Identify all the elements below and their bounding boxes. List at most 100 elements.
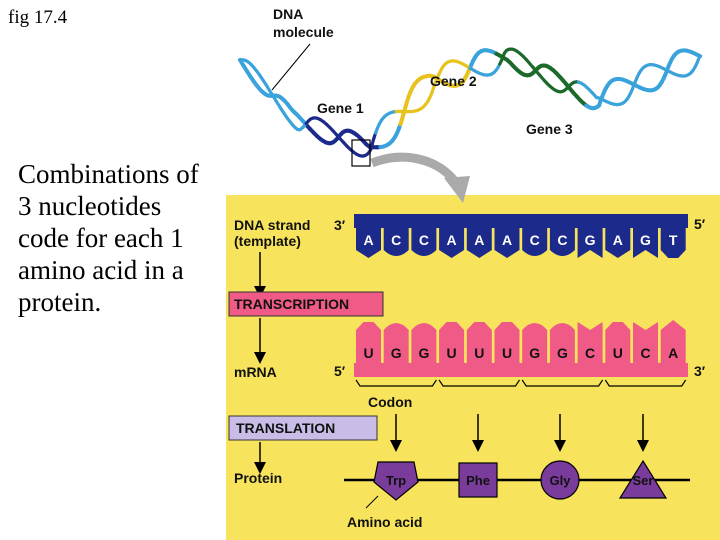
mrna-base-letter: C <box>585 345 595 361</box>
amino-acid-trp <box>373 461 419 501</box>
amino-acid-gly <box>540 460 580 500</box>
dna-molecule-label: DNA <box>273 6 303 22</box>
mrna-base-letter: U <box>502 345 512 361</box>
caption-line: protein. <box>18 287 102 317</box>
dna-base <box>660 228 686 258</box>
mrna-base <box>605 322 631 364</box>
strand-5-prime: 5′ <box>694 216 706 232</box>
dna-base-letter: A <box>363 232 373 248</box>
dna-strand-backbone <box>354 214 688 228</box>
amino-acid-caption: Amino acid <box>347 514 422 530</box>
dna-base <box>549 228 575 256</box>
dna-base <box>577 228 603 258</box>
dna-base <box>605 228 631 258</box>
dna-base-letter: C <box>419 232 429 248</box>
codon-label: Codon <box>368 394 412 410</box>
mrna-base-letter: U <box>363 345 373 361</box>
gene-highlight-box <box>351 139 371 167</box>
dna-base <box>356 228 381 258</box>
amino-acid-label: Phe <box>466 473 490 488</box>
dna-strand-label: (template) <box>234 233 301 249</box>
zoom-arrow-head <box>444 176 470 203</box>
dna-base-letter: C <box>557 232 567 248</box>
dna-molecule-leader-line <box>271 43 311 91</box>
mrna-base-letter: G <box>391 345 402 361</box>
codon-brace <box>604 379 687 387</box>
caption-line: amino acid in a <box>18 255 184 285</box>
gene-3-label: Gene 3 <box>526 121 573 137</box>
mrna-base <box>660 320 686 364</box>
caption-line: Combinations of <box>18 159 199 189</box>
mrna-base <box>633 322 658 364</box>
protein-label: Protein <box>234 470 282 486</box>
translation-box <box>228 415 378 441</box>
dna-base-letter: C <box>530 232 540 248</box>
gene-2-label: Gene 2 <box>430 73 477 89</box>
translation-label: TRANSLATION <box>236 420 335 436</box>
dna-molecule-label: molecule <box>273 24 334 40</box>
mrna-base <box>577 322 603 364</box>
dna-base-letter: C <box>391 232 401 248</box>
mrna-base <box>522 323 548 364</box>
dna-base-letter: T <box>669 232 678 248</box>
mrna-base-letter: A <box>668 345 678 361</box>
dna-base-letter: A <box>474 232 484 248</box>
dna-base-letter: A <box>502 232 512 248</box>
codon-brace <box>521 379 604 387</box>
mrna-base <box>411 323 437 364</box>
mrna-base-letter: C <box>640 345 650 361</box>
mrna-label: mRNA <box>234 364 277 380</box>
mrna-base <box>356 322 381 364</box>
dna-base-letter: G <box>640 232 651 248</box>
dna-base-letter: G <box>585 232 596 248</box>
amino-acid-leader-line <box>365 495 379 509</box>
dna-base <box>383 228 409 256</box>
mrna-base-letter: U <box>613 345 623 361</box>
dna-base <box>522 228 548 256</box>
amino-acid-ser <box>618 459 668 499</box>
amino-acid-label: Ser <box>633 473 654 488</box>
codon-braces <box>355 379 687 387</box>
amino-acid-phe <box>458 462 498 498</box>
codon-brace <box>355 379 437 387</box>
mrna-base <box>383 323 409 364</box>
figure-number: fig 17.4 <box>8 7 68 28</box>
mrna-base-letter: G <box>418 345 429 361</box>
mrna-3-prime: 3′ <box>694 363 706 379</box>
codon-brace <box>438 379 520 387</box>
transcription-box <box>228 291 384 317</box>
caption-line: 3 nucleotides <box>18 191 162 221</box>
helix-segment <box>696 54 702 62</box>
mrna-5-prime: 5′ <box>334 363 346 379</box>
caption-line: code for each 1 <box>18 223 184 253</box>
dna-helix <box>238 47 703 158</box>
dna-base <box>633 228 658 258</box>
dna-base <box>494 228 520 258</box>
mrna-backbone <box>354 363 688 377</box>
mrna-base-letter: G <box>529 345 540 361</box>
amino-acid-label: Gly <box>550 473 572 488</box>
strand-3-prime: 3′ <box>334 217 346 233</box>
mrna-base <box>466 322 492 364</box>
transcription-label: TRANSCRIPTION <box>234 296 349 312</box>
mrna-base-letter: U <box>474 345 484 361</box>
caption-text: Combinations of 3 nucleotides code for e… <box>18 158 240 318</box>
mrna-base <box>439 322 465 364</box>
dna-strand-label: DNA strand <box>234 217 311 233</box>
dna-base-letter: A <box>447 232 457 248</box>
codon-arrows <box>390 414 649 452</box>
amino-acid-label: Trp <box>386 473 406 488</box>
zoom-arrow <box>370 152 460 186</box>
dna-base-letter: A <box>613 232 623 248</box>
mrna-base <box>549 323 575 364</box>
mrna-base-letter: G <box>557 345 568 361</box>
mrna-base <box>494 322 520 364</box>
gene-1-label: Gene 1 <box>317 100 364 116</box>
mrna-base-letter: U <box>447 345 457 361</box>
dna-base <box>439 228 465 258</box>
dna-base <box>466 228 492 258</box>
dna-base <box>411 228 437 256</box>
